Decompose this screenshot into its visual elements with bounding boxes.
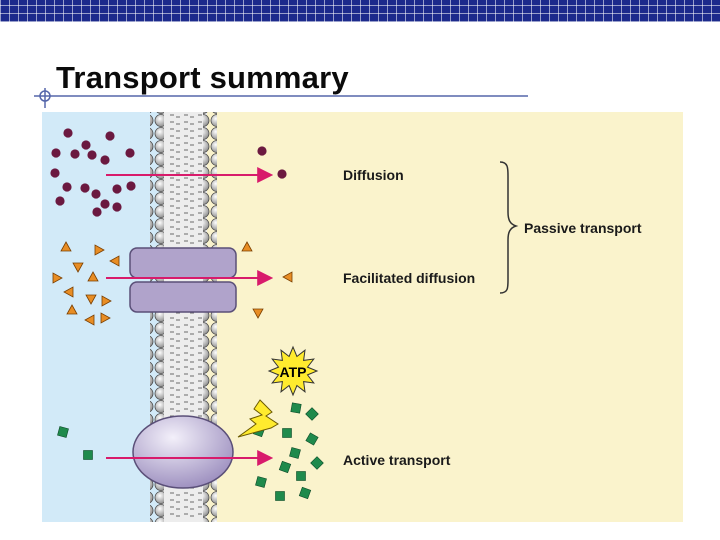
active-molecule [255,476,267,488]
active-molecule [310,456,324,470]
facilitated-molecule [100,312,111,324]
header-bar [0,0,720,22]
diffusion-molecule [125,148,135,158]
diffusion-molecule [81,140,91,150]
facilitated-molecule [72,262,84,273]
active-molecule [290,402,302,414]
active-molecules [57,402,324,501]
diffusion-molecule [91,189,101,199]
pump-protein [132,415,234,489]
diffusion-molecule [257,146,267,156]
slide-title: Transport summary [56,60,349,95]
diffusion-molecule [126,181,136,191]
facilitated-molecule [87,271,99,282]
diffusion-molecule [55,196,65,206]
title-underline [34,88,528,108]
active-transport-label: Active transport [343,452,451,468]
facilitated-diffusion-label: Facilitated diffusion [343,270,475,286]
facilitated-molecule [252,308,264,319]
facilitated-molecule [94,244,105,256]
passive-transport-label: Passive transport [524,220,642,236]
active-molecule [305,432,319,446]
intracellular-region [207,112,683,522]
diffusion-molecule [51,148,61,158]
diffusion-label: Diffusion [343,167,404,183]
facilitated-molecule [52,272,63,284]
active-molecule [275,491,285,501]
diffusion-molecule [80,183,90,193]
transport-diagram: ATP Diffusion Facilitated diffusion Acti… [42,112,683,522]
diffusion-molecule [277,169,287,179]
active-molecule [298,486,312,500]
active-molecule [289,447,301,459]
facilitated-molecule [60,241,72,252]
diffusion-molecule [87,150,97,160]
diffusion-molecule [92,207,102,217]
facilitated-molecule [85,294,97,305]
diffusion-molecule [100,155,110,165]
passive-bracket [499,161,519,294]
diffusion-molecules [50,128,287,217]
diffusion-molecule [62,182,72,192]
facilitated-molecule [84,314,95,326]
diffusion-molecule [112,202,122,212]
active-molecule [296,471,306,481]
diffusion-molecule [105,131,115,141]
facilitated-molecule [109,255,120,267]
diffusion-molecule [100,199,110,209]
active-molecule [57,426,69,438]
active-molecule [282,428,292,438]
facilitated-molecule [282,271,293,283]
diffusion-molecule [112,184,122,194]
facilitated-molecule [241,241,253,252]
facilitated-molecule [66,304,78,315]
facilitated-molecule [63,286,74,298]
active-molecule [278,460,292,474]
facilitated-molecule [101,295,112,307]
atp-label: ATP [280,364,307,380]
energy-bolt [237,399,279,438]
diffusion-molecule [50,168,60,178]
diffusion-molecule [63,128,73,138]
diffusion-molecule [70,149,80,159]
active-molecule [83,450,93,460]
atp-burst: ATP [267,345,319,397]
active-molecule [305,407,319,421]
facilitated-molecules [52,241,293,326]
